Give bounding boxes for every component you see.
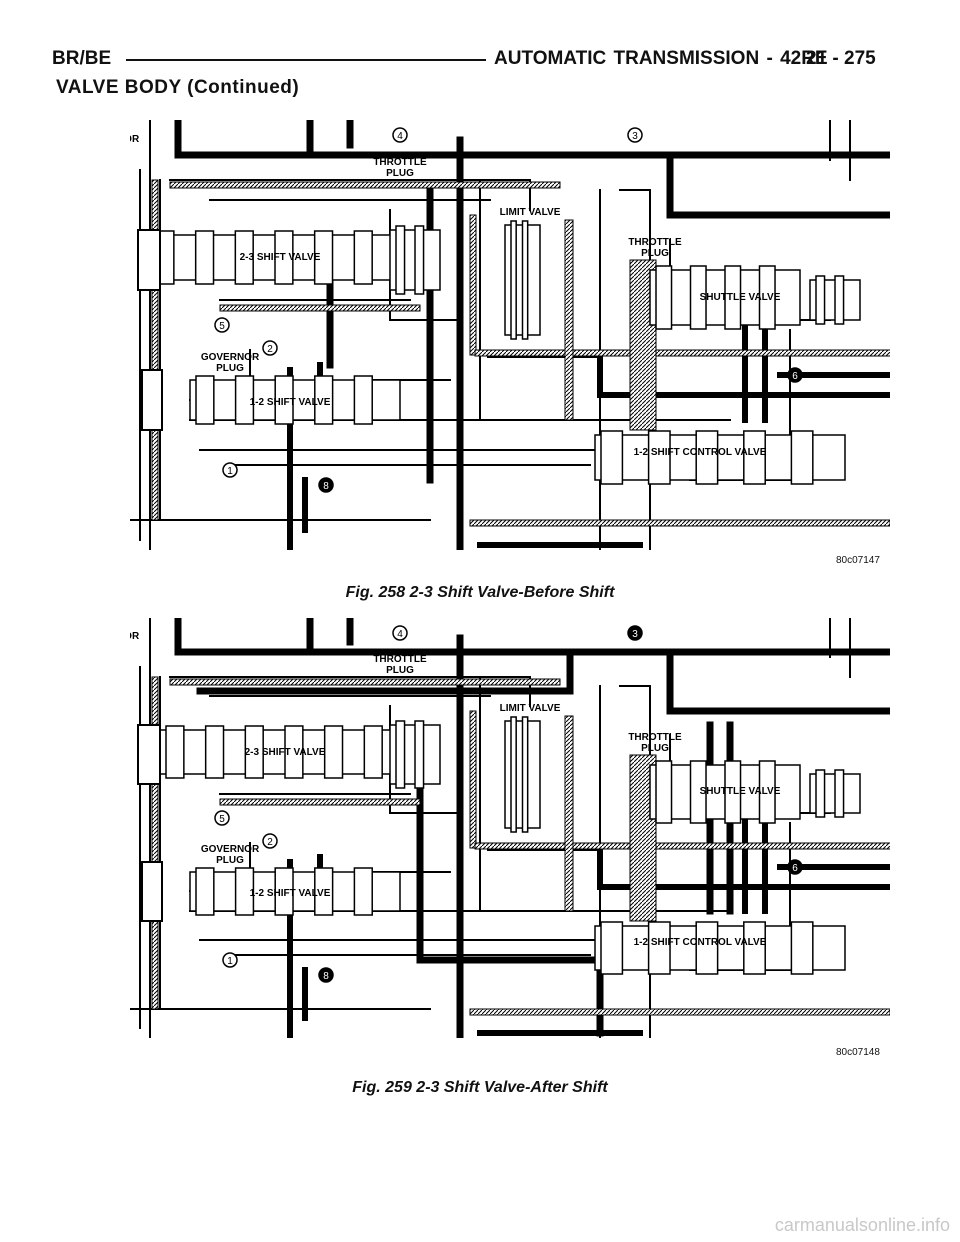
line-pressure-passage	[174, 618, 890, 656]
exhaust-channel	[151, 179, 159, 521]
passage-marker: 2	[262, 340, 278, 356]
valve-1-2-shift	[189, 375, 401, 425]
label-2-3-shift-valve: 2-3 SHIFT VALVE	[245, 747, 326, 758]
marker-number: 4	[397, 131, 403, 142]
valve-1-2-shift-control	[594, 430, 846, 485]
passage-marker: 1	[222, 462, 238, 478]
passage-marker: 3	[627, 625, 643, 641]
passage-marker: 6	[787, 859, 803, 875]
figure-caption: Fig. 259 2-3 Shift Valve-After Shift	[352, 1079, 608, 1096]
throttle-plug-left	[389, 225, 441, 295]
fluid-passage	[169, 179, 531, 211]
marker-number: 5	[219, 814, 225, 825]
figure-code: 80c07148	[836, 1047, 880, 1058]
shuttle-end-plug	[809, 275, 861, 325]
line-pressure-passage	[666, 648, 890, 715]
shuttle-end-plug	[809, 769, 861, 818]
governor-plug-upper	[137, 724, 161, 785]
label-limit-valve: LIMIT VALVE	[500, 703, 561, 714]
exhaust-channel	[169, 181, 561, 189]
figure-code: 80c07147	[836, 555, 880, 566]
passage-marker: 4	[392, 127, 408, 143]
marker-number: 4	[397, 629, 403, 640]
label-shuttle-valve: SHUTTLE VALVE	[700, 786, 781, 797]
label-1-2-shift-control-valve: 1-2 SHIFT CONTROL VALVE	[634, 937, 767, 948]
passage-marker: 6	[787, 367, 803, 383]
exhaust-channel	[469, 710, 477, 849]
fluid-passage	[169, 676, 531, 707]
valve-1-2-shift	[189, 867, 401, 916]
marker-number: 6	[792, 371, 798, 382]
label-1-2-shift-valve: 1-2 SHIFT VALVE	[250, 888, 331, 899]
passage-marker: 5	[214, 810, 230, 826]
exhaust-channel	[564, 715, 574, 912]
marker-number: 6	[792, 863, 798, 874]
limit-valve	[504, 716, 541, 833]
exhaust-channel	[474, 349, 890, 357]
exhaust-channel	[151, 676, 159, 1010]
exhaust-channel	[469, 519, 890, 527]
valve-2-3-shift	[159, 725, 411, 779]
exhaust-channel	[469, 1008, 890, 1016]
marker-number: 8	[323, 481, 329, 492]
header-chapter-title: AUTOMATIC TRANSMISSION - 42RE	[494, 48, 828, 69]
shuttle-valve	[649, 760, 801, 824]
header-section-code: BR/BE	[52, 48, 112, 69]
exhaust-channel	[219, 304, 421, 312]
limit-valve	[504, 220, 541, 340]
line-pressure-passage	[196, 653, 574, 695]
marker-number: 8	[323, 971, 329, 982]
governor-plug-lower	[141, 369, 163, 431]
section-title: VALVE BODY (Continued)	[56, 77, 300, 98]
label-1-2-shift-control-valve: 1-2 SHIFT CONTROL VALVE	[634, 447, 767, 458]
exhaust-channel	[469, 214, 477, 356]
passage-marker: 1	[222, 952, 238, 968]
line-pressure-passage	[666, 151, 890, 219]
passage-marker: 8	[318, 967, 334, 983]
governor-plug-lower	[141, 861, 163, 922]
passage-marker: 3	[627, 127, 643, 143]
valve-1-2-shift-control	[594, 921, 846, 975]
marker-number: 2	[267, 837, 273, 848]
exhaust-channel	[169, 678, 561, 686]
header-rule	[126, 59, 486, 61]
marker-number: 3	[632, 629, 638, 640]
label-shuttle-valve: SHUTTLE VALVE	[700, 292, 781, 303]
line-pressure-passage	[174, 120, 890, 159]
shuttle-valve	[649, 265, 801, 330]
label-1-2-shift-valve: 1-2 SHIFT VALVE	[250, 397, 331, 408]
passage-marker: 2	[262, 833, 278, 849]
throttle-plug-left	[389, 720, 441, 789]
marker-number: 2	[267, 344, 273, 355]
figure-caption: Fig. 258 2-3 Shift Valve-Before Shift	[345, 584, 615, 601]
header-page-number: 21 - 275	[806, 48, 876, 69]
passage-marker: 8	[318, 477, 334, 493]
marker-number: 5	[219, 321, 225, 332]
passage-marker: 5	[214, 317, 230, 333]
exhaust-channel	[474, 842, 890, 850]
exhaust-channel	[219, 798, 421, 806]
label-limit-valve: LIMIT VALVE	[500, 207, 561, 218]
governor-plug-upper	[137, 229, 161, 291]
marker-number: 1	[227, 956, 233, 967]
valve-2-3-shift	[149, 230, 401, 285]
marker-number: 3	[632, 131, 638, 142]
marker-number: 1	[227, 466, 233, 477]
watermark: carmanualsonline.info	[774, 1215, 950, 1235]
exhaust-channel	[564, 219, 574, 421]
passage-marker: 4	[392, 625, 408, 641]
label-2-3-shift-valve: 2-3 SHIFT VALVE	[240, 252, 321, 263]
